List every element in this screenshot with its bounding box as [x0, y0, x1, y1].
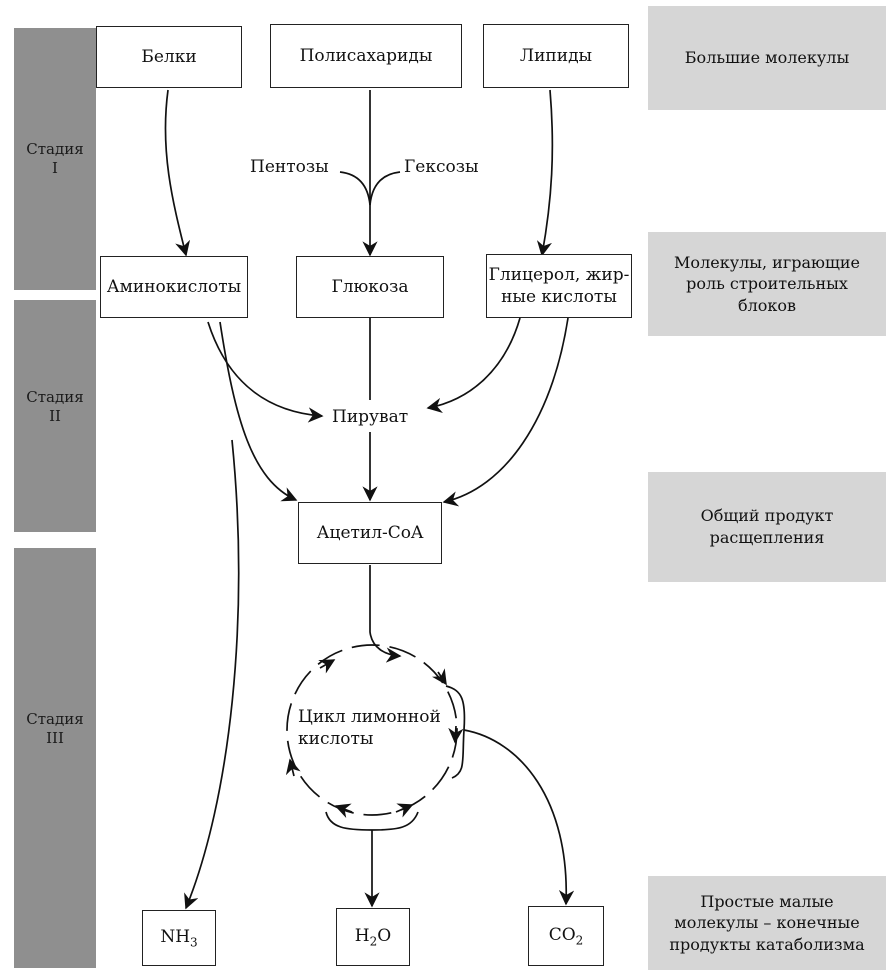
arrow-brace-co2 — [463, 729, 575, 906]
box-proteins-label: Белки — [141, 46, 197, 67]
arrow-amino-acetyl — [219, 321, 298, 502]
stage-1-label: Стадия I — [14, 140, 96, 178]
arrow-proteins-amino — [164, 89, 191, 257]
label-pentoses: Пентозы — [250, 157, 329, 177]
side-simple-molecules: Простые малые молекулы – конечные продук… — [648, 876, 886, 970]
cycle-arrow-left — [285, 758, 301, 777]
nh3-sub: 3 — [190, 934, 198, 949]
side-large-text: Большие молекулы — [684, 48, 850, 68]
side-large-molecules: Большие молекулы — [648, 6, 886, 110]
side-common-text: Общий продукт расщепления — [700, 506, 834, 547]
arrow-amino-pyruvate — [207, 321, 324, 423]
stage-2-text: Стадия — [26, 388, 84, 406]
stage-3-bar: Стадия III — [14, 548, 96, 968]
box-lipids: Липиды — [483, 24, 629, 88]
box-amino-label: Аминокислоты — [106, 276, 242, 297]
side-building-text: Молекулы, играющие роль строительных бло… — [674, 252, 860, 315]
arrow-glycerol-acetyl — [442, 317, 569, 507]
h2o-base: H — [354, 925, 370, 946]
co2-base: CO — [548, 924, 576, 945]
box-h2o-label: H2O — [355, 925, 391, 950]
cycle-arrow-topright — [431, 668, 447, 686]
stage-2-bar: Стадия II — [14, 300, 96, 532]
side-building-blocks: Молекулы, играющие роль строительных бло… — [648, 232, 886, 336]
stage-2-label: Стадия II — [14, 388, 96, 426]
box-glucose-label: Глюкоза — [331, 276, 409, 297]
stage-1-text: Стадия — [26, 140, 84, 158]
stage-2-num: II — [49, 406, 61, 425]
box-nh3-label: NH3 — [160, 926, 197, 951]
label-cycle: Цикл лимонной кислоты — [298, 707, 441, 750]
box-polysaccharides-label: Полисахариды — [299, 45, 433, 66]
stage-1-num: I — [52, 158, 58, 177]
cycle-arrow-bottomleft — [334, 803, 353, 818]
box-co2-label: CO2 — [549, 924, 584, 949]
arrow-acetyl-cycle — [369, 565, 402, 663]
box-proteins: Белки — [96, 26, 242, 88]
box-lipids-label: Липиды — [519, 45, 593, 66]
cycle-arrow-top — [318, 659, 336, 674]
label-pyruvate: Пируват — [332, 407, 409, 427]
arrow-glycerol-pyruvate — [426, 317, 521, 413]
stage-1-bar: Стадия I — [14, 28, 96, 290]
box-nh3: NH3 — [142, 910, 216, 966]
box-glycerol-label: Глицерол, жир- ные кислоты — [488, 264, 630, 307]
box-polysaccharides: Полисахариды — [270, 24, 462, 88]
stage-3-text: Стадия — [26, 710, 84, 728]
cycle-arrow-bottom — [395, 803, 414, 818]
box-glucose: Глюкоза — [296, 256, 444, 318]
arrow-amino-nh3 — [184, 439, 240, 910]
side-simple-text: Простые малые молекулы – конечные продук… — [669, 891, 865, 954]
box-acetyl-coa: Ацетил-CoA — [298, 502, 442, 564]
box-glycerol: Глицерол, жир- ные кислоты — [486, 254, 632, 318]
stage-3-num: III — [46, 728, 64, 747]
label-hexoses: Гексозы — [404, 157, 479, 177]
box-amino-acids: Аминокислоты — [100, 256, 248, 318]
box-acetyl-label: Ацетил-CoA — [316, 522, 424, 543]
cycle-arrow-right — [448, 725, 464, 744]
box-co2: CO2 — [528, 906, 604, 966]
h2o-sub: 2 — [369, 933, 378, 948]
pentose-branch — [339, 171, 371, 206]
h2o-tail: O — [377, 925, 392, 946]
box-h2o: H2O — [336, 908, 410, 966]
co2-sub: 2 — [575, 932, 584, 947]
hexose-branch — [369, 171, 401, 206]
side-common-product: Общий продукт расщепления — [648, 472, 886, 582]
nh3-base: NH — [160, 926, 191, 947]
stage-3-label: Стадия III — [14, 710, 96, 748]
arrow-lipids-glycerol — [536, 89, 554, 257]
